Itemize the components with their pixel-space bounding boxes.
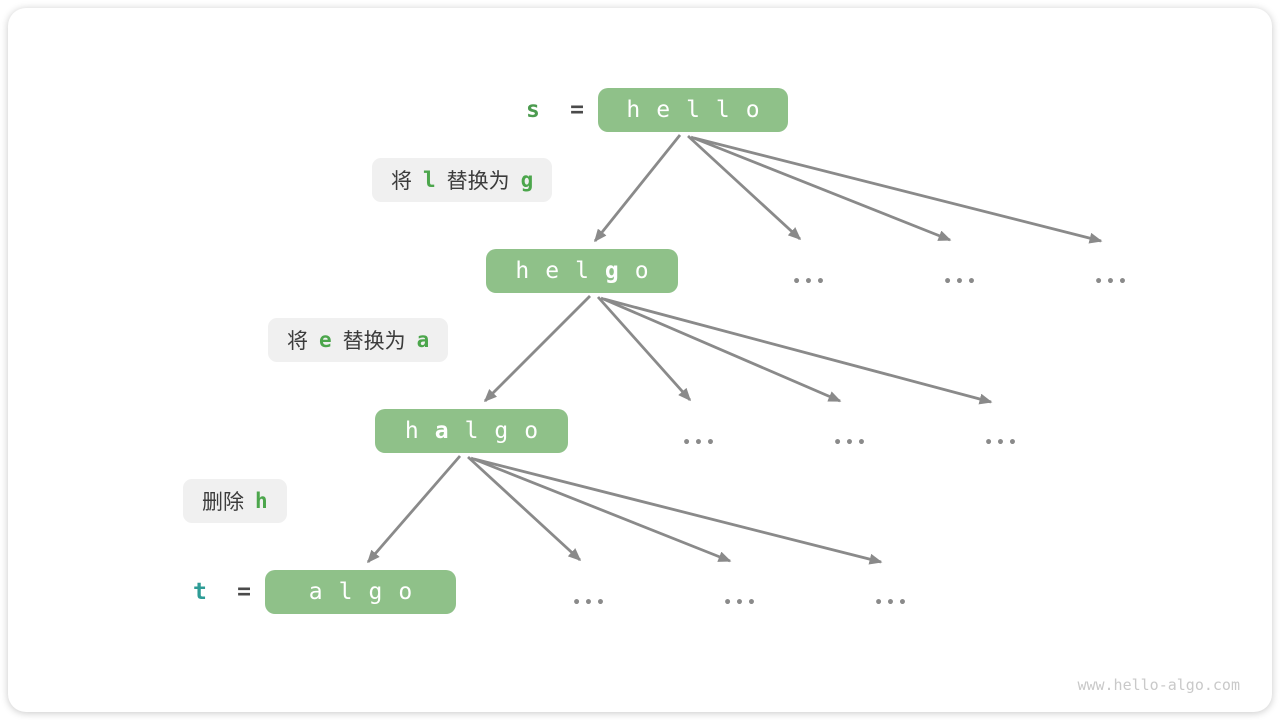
ellipsis-subtree: ••• (792, 274, 828, 290)
ellipsis-subtree: ••• (833, 435, 869, 451)
ellipsis-subtree: ••• (682, 435, 718, 451)
string-node-hello: h e l l o (598, 88, 788, 132)
char-cell-highlighted: g (604, 258, 619, 284)
char-cell: h (404, 418, 419, 444)
char-cell: l (715, 97, 730, 123)
char-cell: o (634, 258, 649, 284)
char-cell: g (494, 418, 509, 444)
operation-text: 替换为 (446, 169, 510, 193)
char-cell: e (545, 258, 560, 284)
ellipsis-subtree: ••• (984, 435, 1020, 451)
char-cell: a (308, 579, 323, 605)
operation-text: 替换为 (342, 329, 406, 353)
equals-sign: = (237, 579, 251, 605)
char-cell: l (686, 97, 700, 123)
char-cell: e (656, 97, 671, 123)
var-name: s (526, 97, 540, 123)
string-node-halgo: h a l g o (375, 409, 568, 453)
char-cell: l (338, 579, 353, 605)
char-cell-highlighted: a (434, 418, 449, 444)
char-cell: l (464, 418, 479, 444)
char-cell: h (515, 258, 530, 284)
operation-text: 将 (287, 329, 308, 353)
operation-label-replace-e-with-a: 将 e 替换为 a (268, 318, 449, 362)
ellipsis-subtree: ••• (723, 595, 759, 611)
var-label-t: t = (193, 570, 251, 614)
string-node-algo: a l g o (265, 570, 456, 614)
char-cell: o (745, 97, 760, 123)
var-name: t (193, 579, 207, 605)
operation-char: l (423, 168, 436, 192)
operation-text: 将 (391, 169, 412, 193)
operation-label-delete-h: 删除 h (183, 479, 287, 523)
char-cell: o (524, 418, 539, 444)
operation-text: 删除 (202, 490, 244, 514)
char-cell: g (368, 579, 383, 605)
char-cell: h (626, 97, 641, 123)
operation-char: h (255, 489, 268, 513)
string-node-helgo: h e l g o (486, 249, 678, 293)
equals-sign: = (570, 97, 584, 123)
char-cell: l (575, 258, 589, 284)
operation-char: g (520, 168, 534, 192)
operation-char: e (319, 328, 332, 352)
operation-label-replace-l-with-g: 将 l 替换为 g (372, 158, 553, 202)
ellipsis-subtree: ••• (943, 274, 979, 290)
ellipsis-subtree: ••• (1094, 274, 1130, 290)
watermark-url: www.hello-algo.com (1077, 676, 1240, 694)
ellipsis-subtree: ••• (874, 595, 910, 611)
operation-char: a (416, 328, 430, 352)
ellipsis-subtree: ••• (572, 595, 608, 611)
var-label-s: s = (526, 88, 584, 132)
char-cell: o (398, 579, 413, 605)
